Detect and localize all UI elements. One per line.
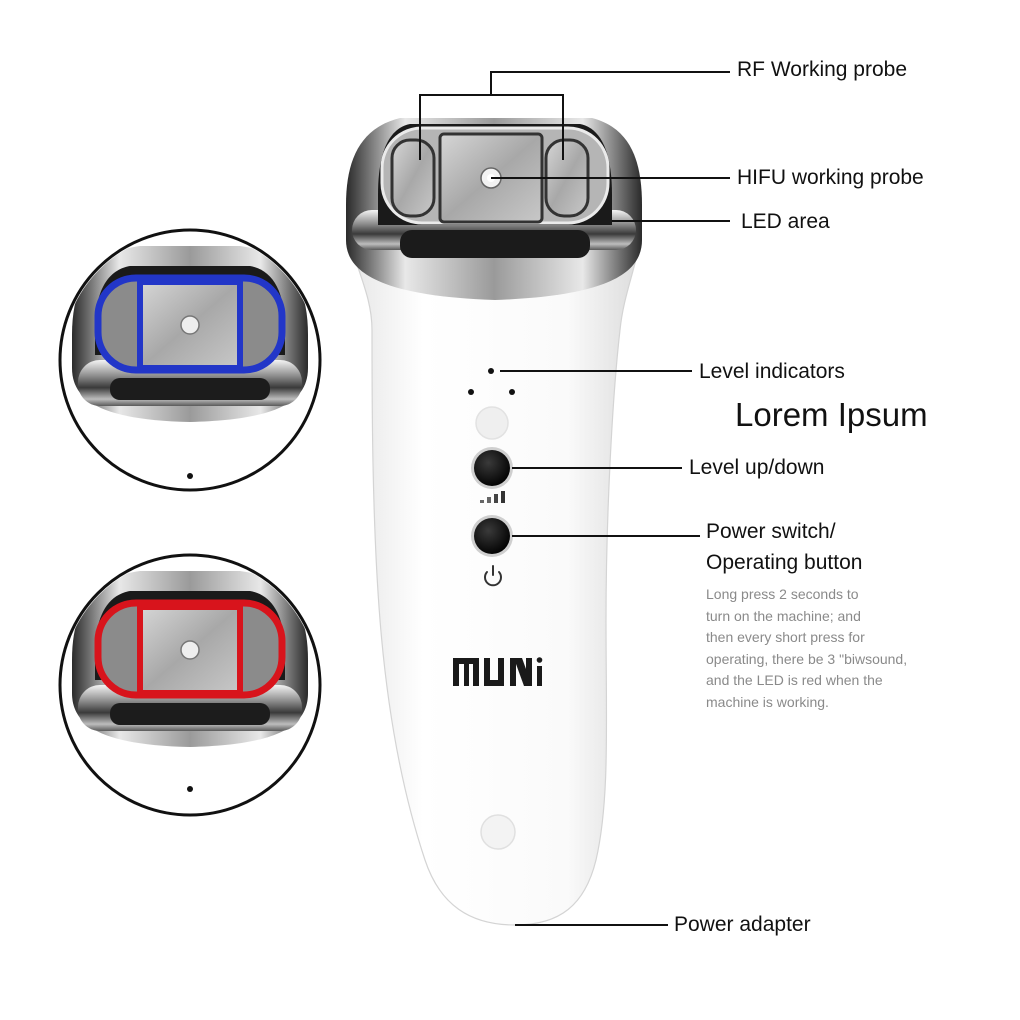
label-power-switch: Power switch/ [706, 520, 836, 543]
label-hifu-working-probe: HIFU working probe [737, 166, 924, 189]
description-line: and the LED is red when the [706, 672, 883, 688]
leader-rf-probe [419, 71, 730, 160]
level-indicator-dots [468, 368, 515, 395]
red-led-inset [58, 553, 322, 817]
headline: Lorem Ipsum [735, 396, 928, 433]
description-line: machine is working. [706, 693, 829, 710]
power-button[interactable] [471, 515, 513, 557]
brand-logo [453, 657, 543, 686]
power-adapter-port [480, 814, 516, 850]
label-level-up-down: Level up/down [689, 456, 825, 479]
description-line: then every short press for [706, 629, 865, 645]
label-led-area: LED area [741, 210, 830, 233]
description-line: Long press 2 seconds to [706, 586, 859, 602]
label-power-adapter: Power adapter [674, 913, 811, 936]
label-operating-button: Operating button [706, 551, 863, 574]
signal-bars-icon [480, 491, 505, 503]
device-head [346, 118, 642, 300]
level-up-down-button[interactable] [471, 447, 513, 489]
description-line: operating, there be 3 "biwsound, [706, 650, 908, 667]
power-icon [484, 565, 502, 587]
blue-led-inset [58, 228, 322, 492]
led-window [475, 406, 509, 440]
label-level-indicators: Level indicators [699, 360, 845, 383]
description-line: turn on the machine; and [706, 607, 861, 624]
label-rf-working-probe: RF Working probe [737, 58, 908, 81]
description-text: Long press 2 seconds to turn on the mach… [706, 584, 907, 713]
